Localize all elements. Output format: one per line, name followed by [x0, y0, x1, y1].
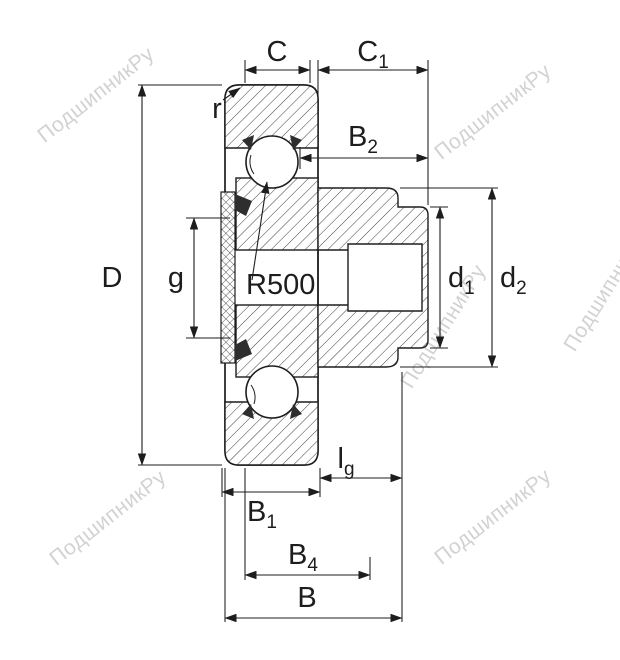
- ball-bottom: [245, 365, 299, 419]
- ball-bottom-shading: [250, 384, 256, 405]
- dimension-R500: R500: [246, 181, 315, 301]
- dim-label-b4: B4: [288, 539, 318, 576]
- watermark-text: ПодшипникРу: [430, 59, 555, 164]
- dimension-d1: d1: [435, 206, 475, 349]
- dim-label-b1: B1: [247, 496, 277, 533]
- dimensions: C C1 r B2 D g R500 d1: [102, 36, 527, 623]
- bearing-part: [220, 84, 429, 466]
- dim-label-g: g: [168, 262, 184, 294]
- watermark-text: ПодшипникРу: [45, 465, 170, 570]
- watermark-text: ПодшипникРу: [33, 42, 158, 147]
- seal-wedge-top-right: [290, 135, 302, 150]
- dimension-B2: B2: [299, 121, 429, 163]
- seal-strip: [220, 191, 236, 364]
- ball-top-shading: [249, 154, 255, 175]
- inner-ring-bottom-section: [235, 304, 319, 378]
- dimension-B: B: [224, 582, 403, 623]
- dimension-d2: d2: [487, 187, 527, 368]
- dim-label-b2: B2: [348, 121, 378, 158]
- flange-shaft-section: [317, 187, 429, 368]
- seal-lip-top: [235, 194, 252, 216]
- dimension-B1: B1: [221, 487, 321, 533]
- dim-label-d2: d2: [500, 262, 527, 299]
- dim-label-c: C: [267, 36, 288, 68]
- outer-ring-top-section: [224, 84, 319, 149]
- dim-label-lg: lg: [337, 443, 354, 480]
- dimension-B4: B4: [244, 539, 371, 580]
- dimension-g: g: [168, 217, 199, 339]
- dimension-C1: C1: [317, 36, 429, 75]
- dim-label-b: B: [297, 582, 316, 614]
- dim-label-d1: d1: [448, 262, 475, 299]
- dimension-lg: lg: [319, 443, 403, 483]
- seal-wedge-bottom-right: [290, 404, 302, 419]
- seal-lip-bottom: [235, 339, 252, 361]
- outer-ring-bottom-section: [224, 401, 319, 466]
- watermark-text: ПодшипникРу: [559, 224, 620, 356]
- dimension-C: C: [244, 36, 311, 75]
- dimension-D: D: [102, 84, 147, 466]
- seal-wedge-top-left: [242, 135, 254, 150]
- seal-wedge-bottom-left: [242, 404, 254, 419]
- dim-label-d-outer: D: [102, 262, 123, 294]
- ball-top: [245, 135, 299, 189]
- inner-ring-top-section: [235, 177, 319, 251]
- radius-callout-r500: R500: [246, 269, 315, 301]
- dimension-r: r: [212, 87, 241, 125]
- dim-label-r: r: [212, 93, 222, 125]
- watermark-text: ПодшипникРу: [430, 464, 555, 569]
- dim-label-c1: C1: [357, 36, 389, 73]
